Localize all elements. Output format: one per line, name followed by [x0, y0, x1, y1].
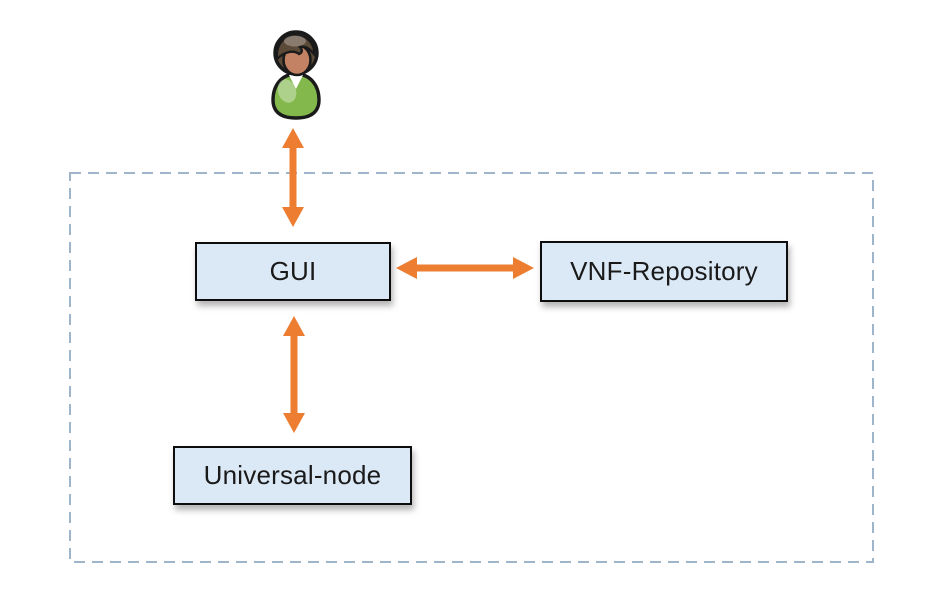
node-gui: GUI — [195, 242, 391, 301]
person-shirt — [271, 72, 321, 120]
arrowhead-up-icon — [283, 316, 305, 336]
arrowhead-left-icon — [396, 257, 417, 279]
person-collar — [289, 75, 303, 89]
arrowhead-down-icon — [283, 413, 305, 433]
arrowhead-right-icon — [513, 257, 534, 279]
node-universal-node: Universal-node — [173, 446, 412, 505]
edge-gui-vnf-repository — [396, 257, 534, 279]
person-hair-highlight — [284, 35, 306, 47]
node-vnf-repository-label: VNF-Repository — [570, 256, 758, 286]
node-universal-node-label: Universal-node — [203, 460, 382, 490]
person-shirt-highlight — [277, 79, 297, 103]
person-hair-swoosh — [275, 33, 316, 62]
edge-user-gui — [282, 128, 304, 227]
arrowhead-up-icon — [282, 128, 304, 148]
node-gui-label: GUI — [269, 256, 317, 286]
person-icon — [271, 30, 321, 120]
edge-gui-universal-node — [283, 316, 305, 433]
arrowhead-down-icon — [282, 207, 304, 227]
node-vnf-repository: VNF-Repository — [540, 241, 788, 302]
